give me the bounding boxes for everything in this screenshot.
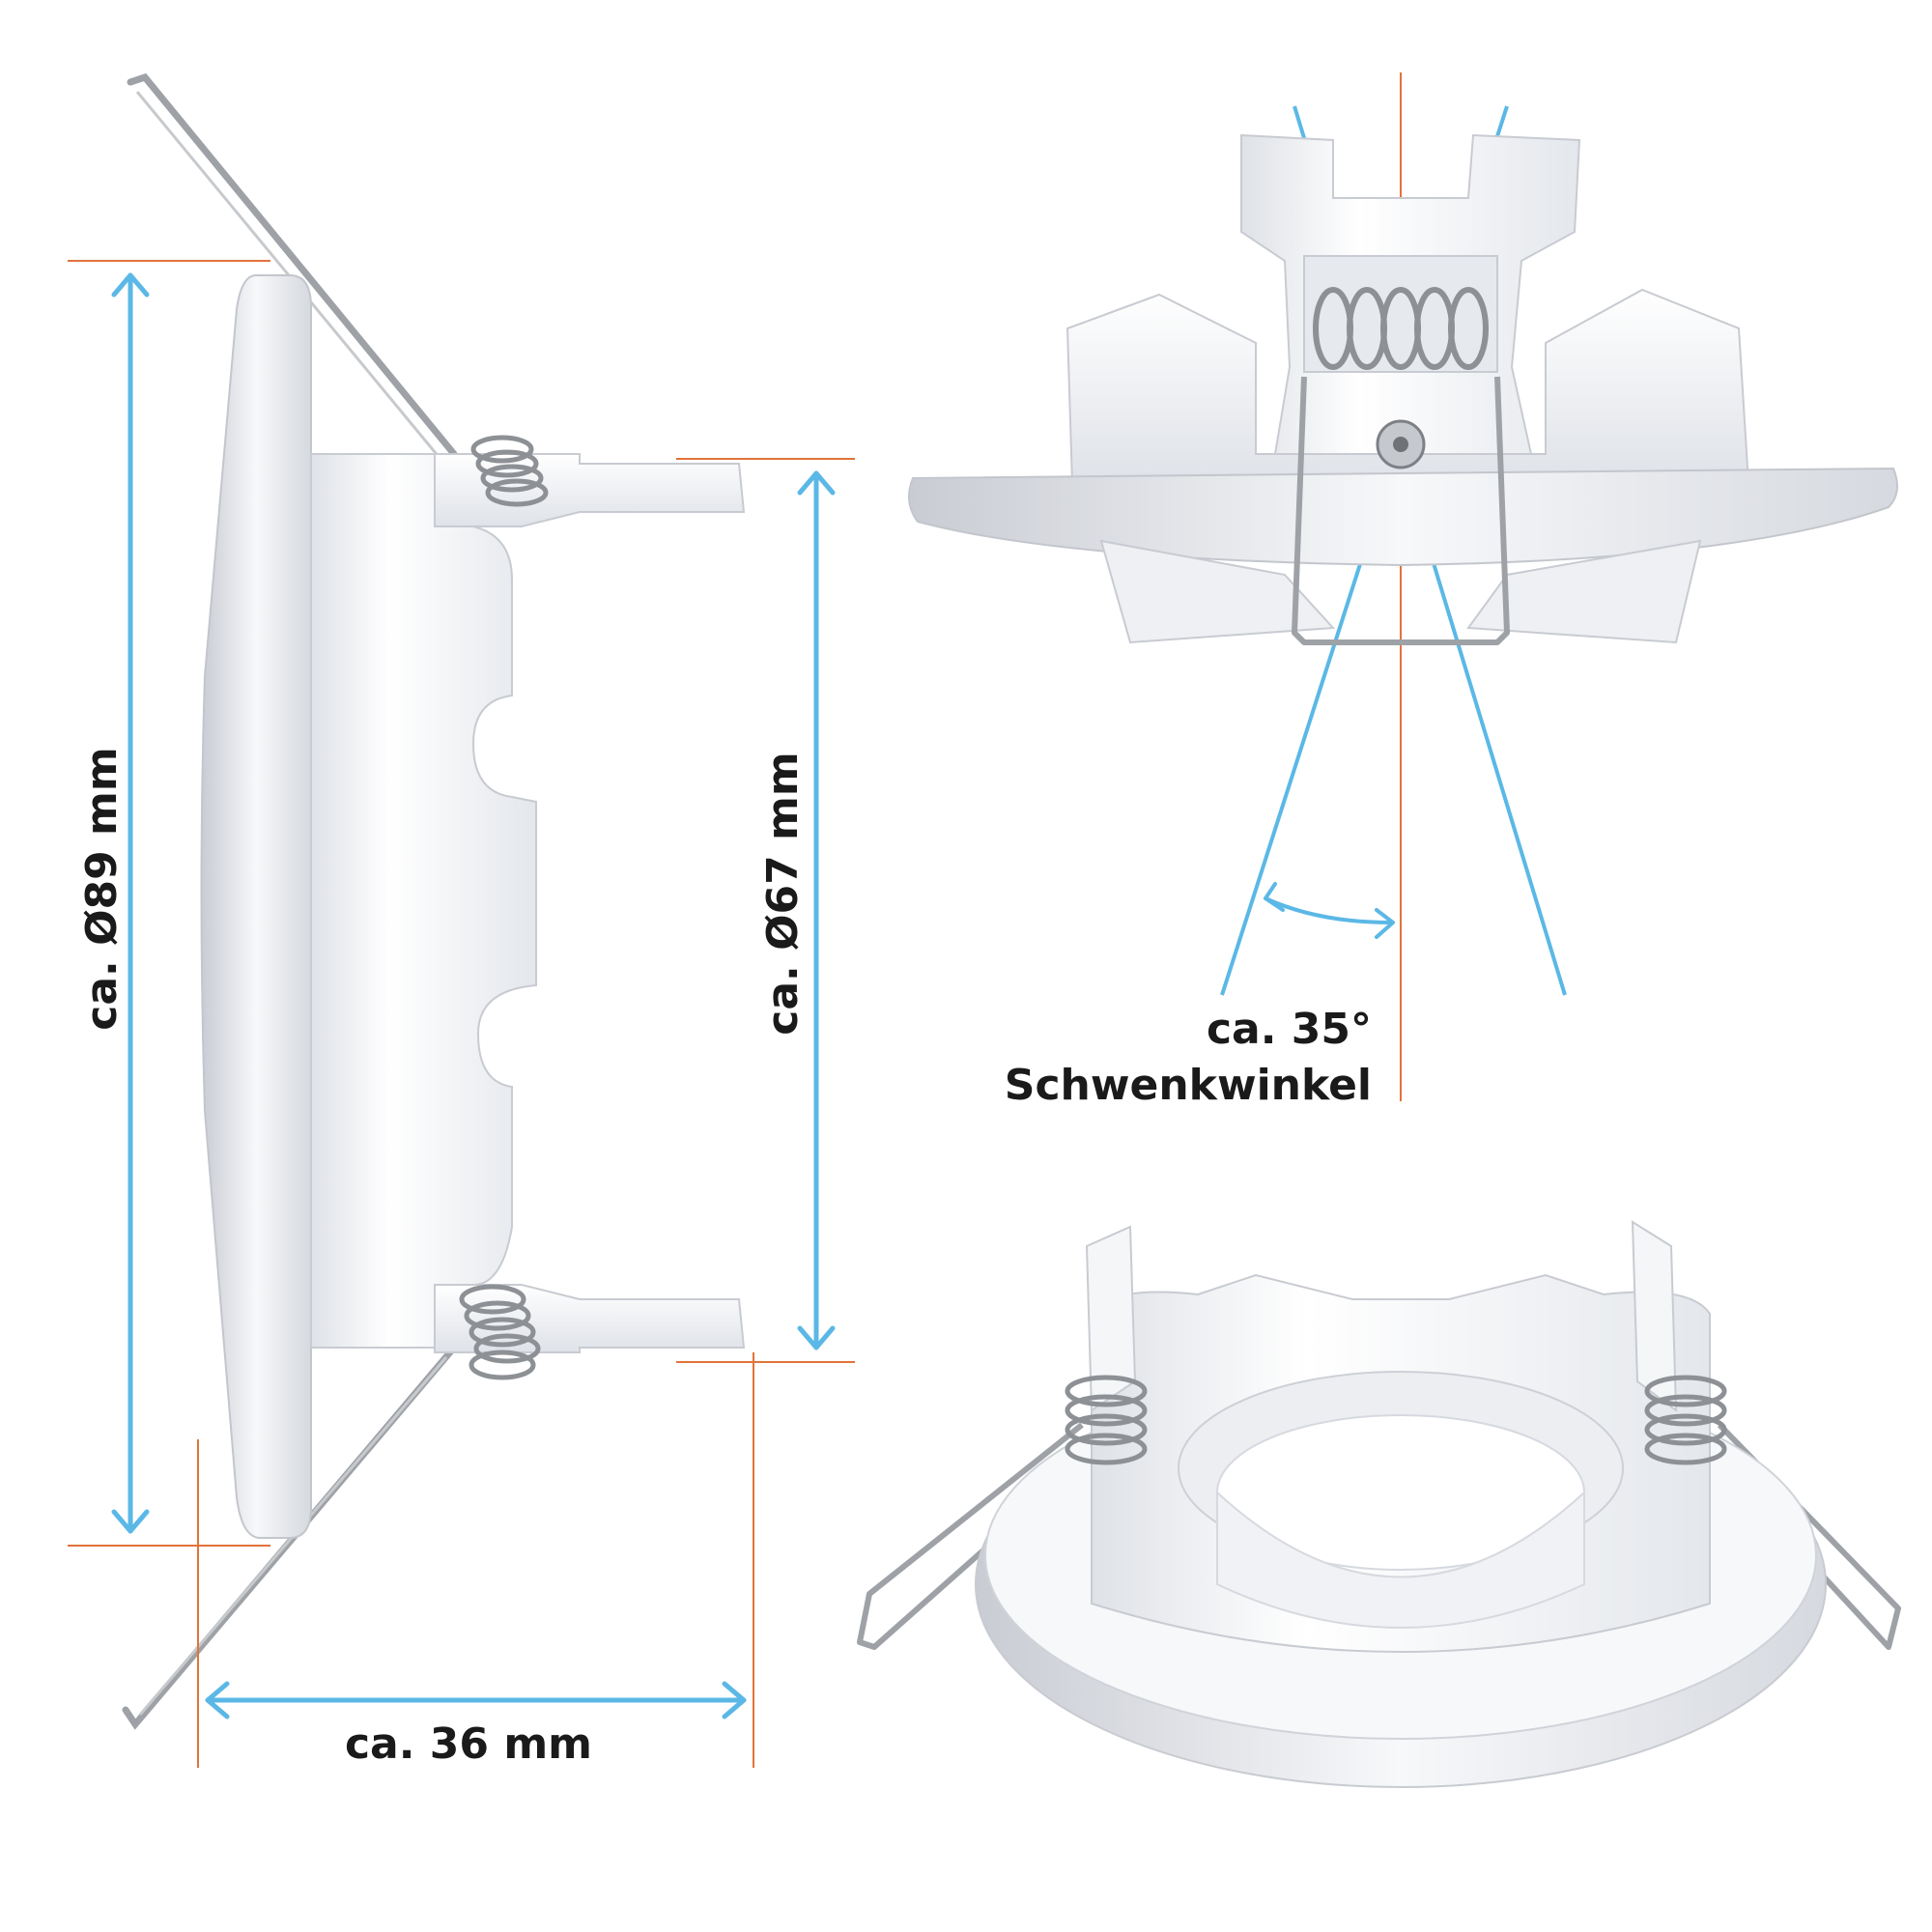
dimension-arrow-outer <box>111 272 150 1534</box>
swivel-view: ca. 35° Schwenkwinkel <box>908 72 1898 1110</box>
inner-diameter-label: ca. Ø67 mm <box>758 752 808 1035</box>
extension-lines-side <box>68 260 855 1768</box>
swivel-angle-caption: Schwenkwinkel <box>1005 1061 1372 1110</box>
swivel-rim <box>908 467 1898 567</box>
dimension-arrow-inner <box>797 470 836 1350</box>
perspective-coil-right <box>1644 1375 1727 1465</box>
perspective-inner-wall <box>1216 1490 1585 1629</box>
swivel-bracket-window <box>1303 255 1498 373</box>
housing-body <box>310 453 537 1349</box>
swivel-coil-spring <box>1313 287 1489 370</box>
perspective-wire-left <box>857 1422 1089 1650</box>
perspective-upright-left <box>1085 1225 1137 1412</box>
perspective-view <box>857 1220 1901 1788</box>
swivel-fin-right <box>1466 539 1702 644</box>
swivel-fin-left <box>1099 539 1336 644</box>
side-view: ca. Ø89 mm ca. Ø67 mm ca. 36 mm <box>68 72 855 1769</box>
swivel-angle-arc <box>1264 882 1395 939</box>
coil-spring-bottom <box>459 1284 541 1380</box>
clip-tab-top <box>434 453 746 527</box>
dimension-arrow-depth <box>205 1681 747 1719</box>
depth-label: ca. 36 mm <box>345 1719 592 1769</box>
perspective-upright-right <box>1631 1220 1678 1413</box>
swivel-wire-clip <box>1292 376 1510 645</box>
flange <box>200 274 312 1539</box>
coil-spring-top <box>470 435 549 507</box>
outer-diameter-label: ca. Ø89 mm <box>77 747 127 1030</box>
retention-spring-top <box>127 72 458 458</box>
swivel-angle-value: ca. 35° <box>1207 1005 1372 1054</box>
swivel-screw-hole <box>1393 437 1408 452</box>
perspective-coil-left <box>1065 1375 1148 1465</box>
